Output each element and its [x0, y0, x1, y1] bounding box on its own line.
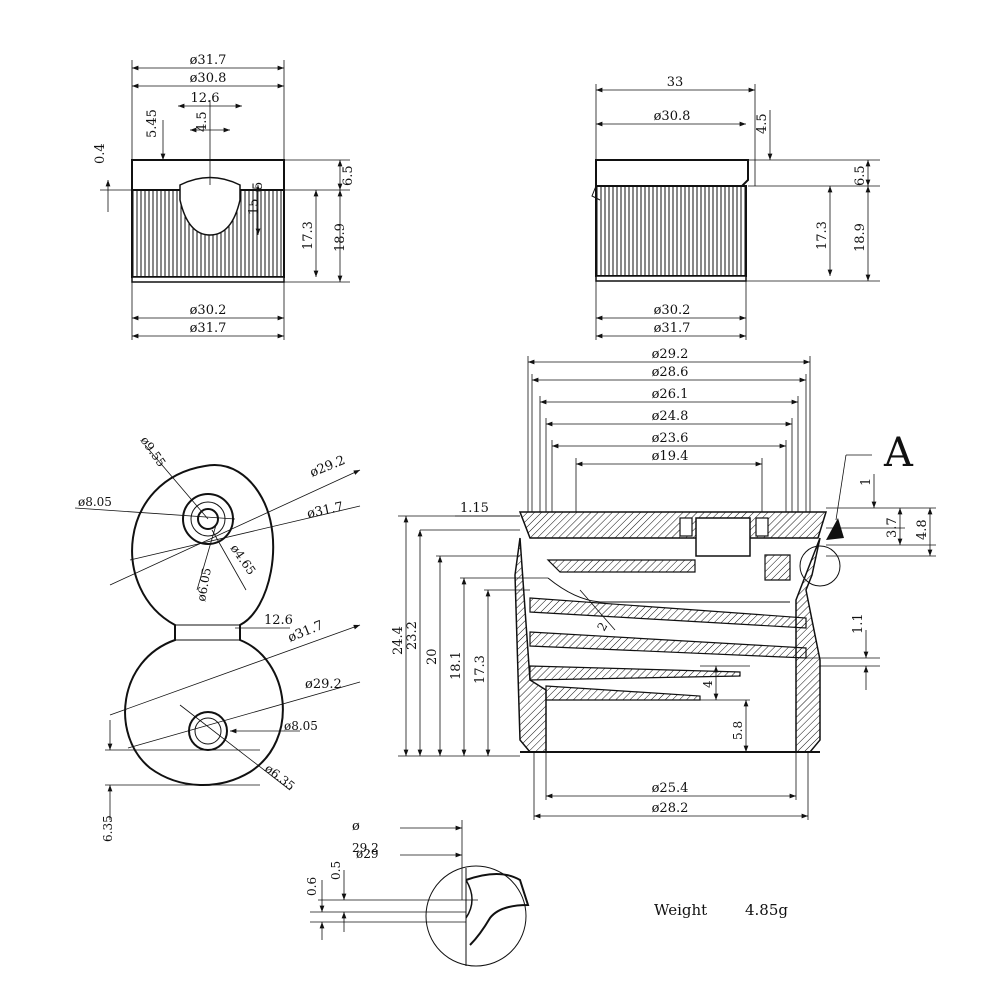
dim-text: 18.9: [333, 223, 348, 252]
dim-text: ø29.2: [305, 677, 342, 692]
dim-text: ø19.4: [652, 449, 689, 464]
dim-text: ø6.35: [262, 761, 297, 793]
dim-text: ø28.2: [652, 801, 689, 816]
dim-text: ø4.65: [228, 542, 259, 578]
dim-text: 18.9: [853, 223, 868, 252]
dim-text: 6.35: [101, 815, 115, 842]
dim-text: ø: [352, 819, 360, 834]
dim-text: ø31.7: [190, 321, 227, 336]
dim-text: ø25.4: [652, 781, 689, 796]
dim-text: 5.45: [145, 109, 160, 138]
dim-text: 15: [247, 198, 262, 215]
dim-text: 17.3: [815, 221, 830, 250]
dim-text: 29.2: [352, 841, 379, 855]
dim-text: ø8.05: [284, 719, 318, 733]
dim-text: 4.5: [195, 111, 210, 132]
dim-text: 5: [251, 182, 266, 190]
dim-text: ø23.6: [652, 431, 689, 446]
dim-text: 6.5: [853, 165, 868, 186]
dim-text: 1: [859, 478, 874, 486]
top-view: ø9.55 ø29.2 ø8.05 ø31.7 ø4.65 ø6.05 12.6…: [74, 434, 361, 842]
dim-text: 5.8: [731, 721, 745, 740]
dim-text: 17.3: [473, 655, 488, 684]
dim-text: 12.6: [191, 91, 220, 106]
dim-text: ø31.7: [654, 321, 691, 336]
dim-text: ø30.8: [190, 71, 227, 86]
dim-text: 6.5: [341, 165, 356, 186]
dim-text: ø8.05: [78, 495, 112, 509]
dim-text: ø6.05: [194, 567, 214, 603]
dim-text: 17.3: [301, 221, 316, 250]
front-view-right: 33 ø30.8 4.5 6.5 17.3 18.9 ø30.2 ø31.7: [591, 75, 880, 340]
dim-text: ø29: [356, 847, 379, 861]
dim-text: 0.6: [305, 877, 319, 896]
dim-text: 4: [701, 680, 715, 688]
weight-label: Weight: [654, 901, 707, 919]
dim-text: ø30.2: [654, 303, 691, 318]
dim-text: 24.4: [391, 626, 406, 655]
dim-text: ø9.55: [138, 434, 169, 470]
dim-text: 3.7: [885, 517, 900, 538]
dim-text: 12.6: [264, 613, 293, 628]
dim-text: ø28.6: [652, 365, 689, 380]
dim-text: ø31.7: [190, 53, 227, 68]
front-view-left: ø31.7 ø30.8 12.6 4.5 5.45 0.4 6.5 17.3 1…: [93, 53, 356, 340]
dim-text: ø29.2: [652, 347, 689, 362]
dim-text: ø31.7: [306, 500, 345, 522]
detail-view-a: ø 29.2 ø29 0.6 0.5: [305, 819, 530, 967]
dim-text: 23.2: [405, 621, 420, 650]
dim-text: 33: [667, 75, 684, 90]
dim-text: ø29.2: [308, 453, 348, 481]
dim-text: 4.8: [915, 519, 930, 540]
dim-text: 0.5: [329, 861, 343, 880]
dim-text: ø24.8: [652, 409, 689, 424]
dim-text: 1.1: [851, 613, 866, 634]
weight-value: 4.85g: [745, 901, 788, 919]
section-view: A ø29.2 ø28.6 ø26.1 ø24.8 ø23.6 ø19.4: [391, 347, 936, 820]
dim-text: ø26.1: [652, 387, 689, 402]
dim-text: 18.1: [449, 651, 464, 680]
dim-text: 4.5: [755, 113, 770, 134]
dim-text: 1.15: [460, 501, 489, 516]
detail-marker-label: A: [883, 430, 914, 476]
dim-text: 0.4: [93, 143, 108, 164]
dim-text: ø30.8: [654, 109, 691, 124]
weight-note: Weight 4.85g: [654, 901, 788, 919]
dim-text: 20: [425, 648, 440, 665]
dim-text: ø30.2: [190, 303, 227, 318]
